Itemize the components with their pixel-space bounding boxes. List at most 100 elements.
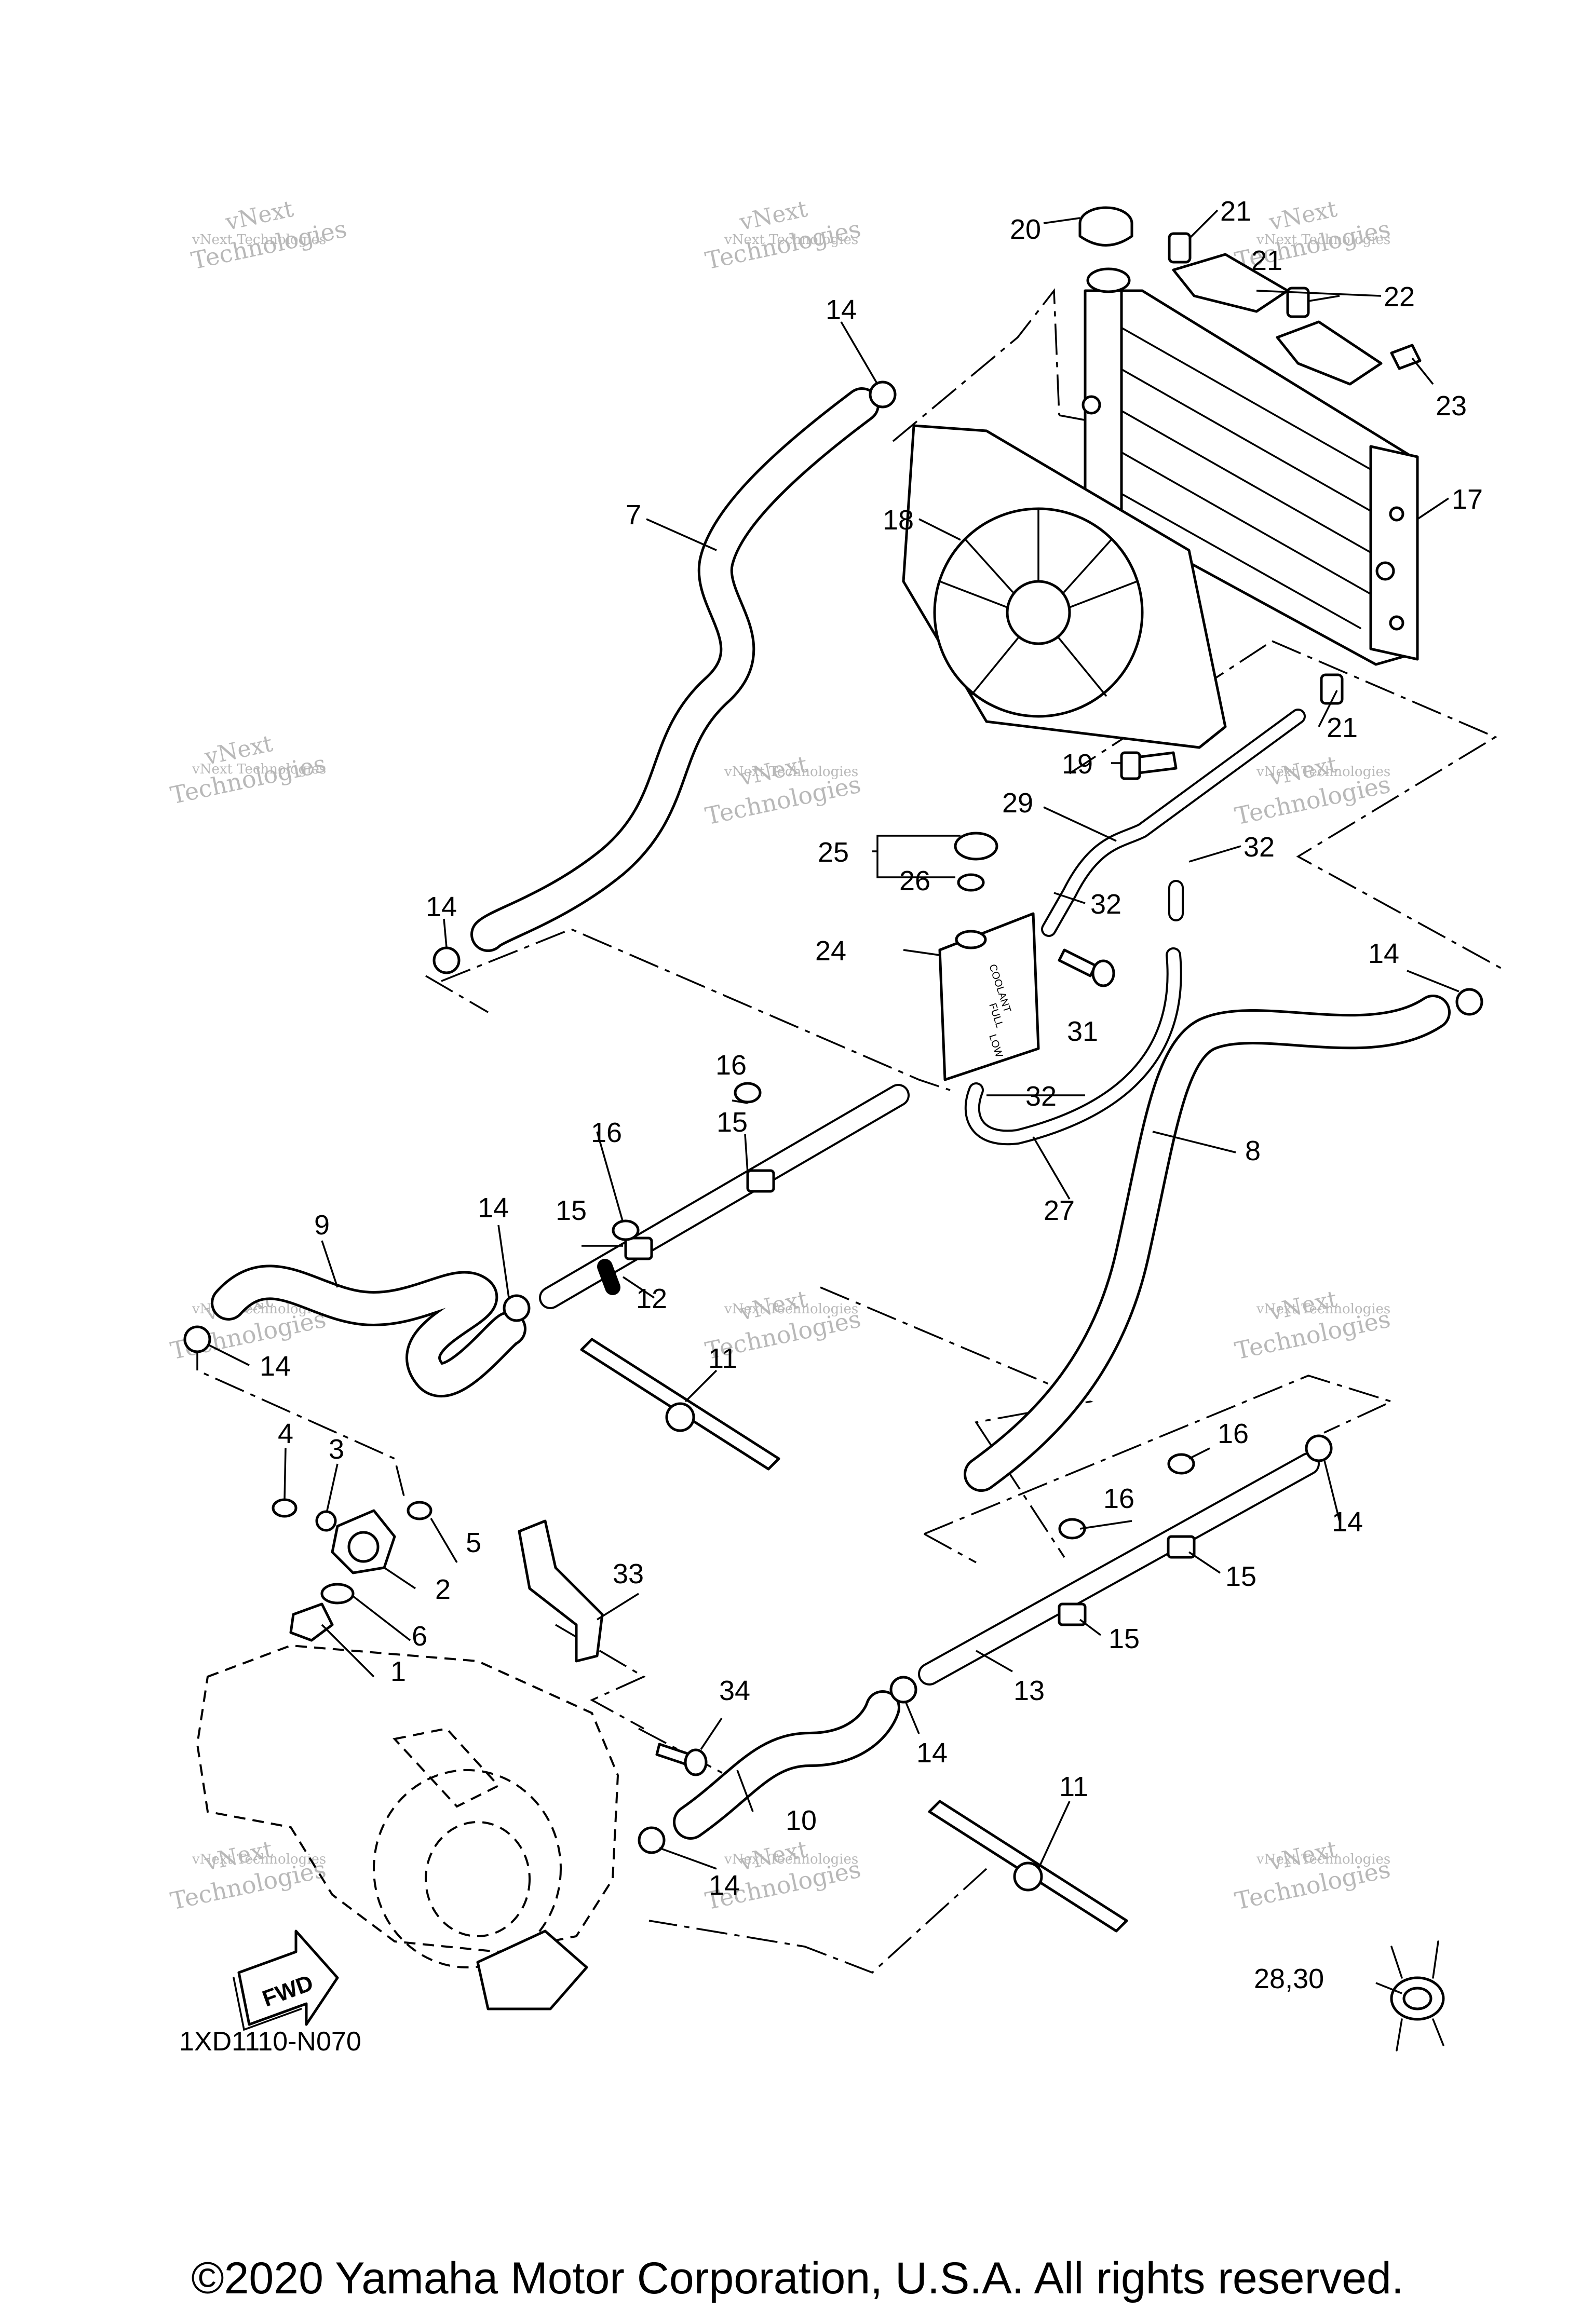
watermark-text: vNext Technologies — [1256, 1852, 1390, 1867]
callout-7: 7 — [626, 499, 641, 531]
radiator-stay — [1276, 320, 1383, 386]
callout-4: 4 — [278, 1418, 293, 1449]
watermark: vNext Technologies — [703, 196, 863, 275]
watermark-text: vNext Technologies — [1256, 1301, 1390, 1317]
hose-9 — [211, 1265, 526, 1397]
bolt-head — [734, 1082, 762, 1104]
washer — [315, 1510, 337, 1532]
cable-tie — [580, 1338, 780, 1471]
pipe-clamp — [746, 1169, 775, 1193]
callout-31: 31 — [1067, 1016, 1098, 1047]
radiator-brackets — [1168, 232, 1422, 705]
bolt — [1120, 751, 1178, 780]
pipe-clamp — [1167, 1535, 1196, 1559]
reservoir-cap — [954, 832, 998, 861]
callout-15: 15 — [717, 1107, 748, 1138]
radiator-filler-neck — [1086, 267, 1131, 293]
callout-12: 12 — [636, 1283, 667, 1314]
pipe-clamp — [1058, 1602, 1087, 1626]
pipe-12 — [539, 1084, 910, 1309]
hose-29 — [1041, 709, 1306, 937]
callout-14: 14 — [260, 1351, 291, 1382]
hose-clamp — [432, 946, 461, 974]
hose-10 — [673, 1690, 900, 1840]
reservoir-neck — [955, 930, 987, 949]
radiator-boss — [1375, 561, 1395, 581]
thermostat — [289, 1602, 334, 1642]
callout-labels: 1 2 3 4 5 6 7 8 9 10 11 11 12 13 14 14 1… — [260, 196, 1483, 1994]
water-pump — [476, 1929, 588, 2010]
callout-13: 13 — [1013, 1675, 1045, 1706]
hose-clamp — [638, 1826, 666, 1854]
callout-15: 15 — [556, 1195, 587, 1226]
bolt — [272, 1498, 298, 1518]
watermark-text: vNext Technologies — [724, 232, 858, 248]
reference-line — [555, 1624, 646, 1730]
watermark-text: vNext Technologies — [724, 764, 858, 780]
callout-21: 21 — [1327, 712, 1358, 743]
watermark: vNext Technologies — [1233, 1286, 1393, 1365]
callout-14: 14 — [426, 891, 457, 922]
watermark-text: vNext Technologies — [1256, 764, 1390, 780]
callout-22: 22 — [1384, 281, 1415, 312]
radiator-stay — [1172, 253, 1289, 313]
callout-29: 29 — [1002, 787, 1033, 819]
callout-27: 27 — [1044, 1195, 1075, 1226]
bolt — [407, 1501, 432, 1520]
callout-14: 14 — [1332, 1506, 1363, 1538]
watermark: vNext Technologies — [703, 751, 863, 831]
watermark-text: vNext Technologies — [724, 1301, 858, 1317]
watermark: vNext Technologies — [1233, 1836, 1393, 1915]
callout-28-30: 28,30 — [1254, 1963, 1324, 1994]
hose-clamp — [1455, 988, 1483, 1016]
callout-14: 14 — [478, 1192, 509, 1224]
callout-1: 1 — [390, 1656, 406, 1687]
o-ring — [320, 1583, 355, 1605]
hose-clamp — [1305, 1434, 1333, 1462]
callout-14: 14 — [916, 1737, 948, 1769]
reference-line — [892, 288, 1060, 442]
callout-11: 11 — [1059, 1771, 1088, 1802]
callout-14: 14 — [1368, 938, 1399, 969]
callout-25: 25 — [818, 837, 849, 868]
clip-part — [1390, 1940, 1445, 2051]
callout-34: 34 — [719, 1675, 750, 1706]
callout-14: 14 — [826, 294, 857, 325]
damper — [1320, 673, 1344, 705]
reference-line — [924, 1533, 977, 1564]
callout-15: 15 — [1109, 1623, 1140, 1654]
callout-19: 19 — [1062, 749, 1093, 780]
radiator-hose-upper — [470, 387, 880, 952]
reference-line — [1272, 640, 1506, 972]
watermark-text: vNext Technologies — [192, 1852, 326, 1867]
leader-lines — [207, 209, 1459, 1994]
callout-32: 32 — [1025, 1081, 1057, 1112]
callout-21: 21 — [1251, 245, 1282, 276]
callout-21: 21 — [1220, 196, 1251, 227]
callout-5: 5 — [466, 1527, 481, 1558]
radiator-fan — [902, 424, 1227, 749]
bolt-head — [1167, 1453, 1195, 1475]
damper — [1286, 287, 1310, 318]
callout-18: 18 — [883, 505, 914, 536]
hose-clamp — [183, 1325, 211, 1353]
callout-2: 2 — [435, 1574, 451, 1605]
damper — [1168, 232, 1192, 264]
reference-line — [425, 975, 489, 1013]
callout-3: 3 — [329, 1434, 344, 1465]
hose-clamp — [889, 1676, 917, 1704]
callout-6: 6 — [412, 1621, 427, 1652]
pipe-13 — [918, 1452, 1320, 1686]
cable-tie — [928, 1800, 1128, 1933]
pipe-clamp — [624, 1236, 653, 1260]
fan-blades — [939, 508, 1138, 697]
callout-8: 8 — [1245, 1135, 1261, 1166]
watermark-text: vNext Technologies — [192, 762, 326, 777]
radiator-boss — [1389, 615, 1404, 631]
watermark-text: vNext Technologies — [192, 232, 326, 248]
callout-10: 10 — [786, 1805, 817, 1836]
cap-skirt — [1078, 222, 1133, 247]
hose-clamp — [503, 1294, 531, 1322]
callout-20: 20 — [1010, 214, 1041, 245]
